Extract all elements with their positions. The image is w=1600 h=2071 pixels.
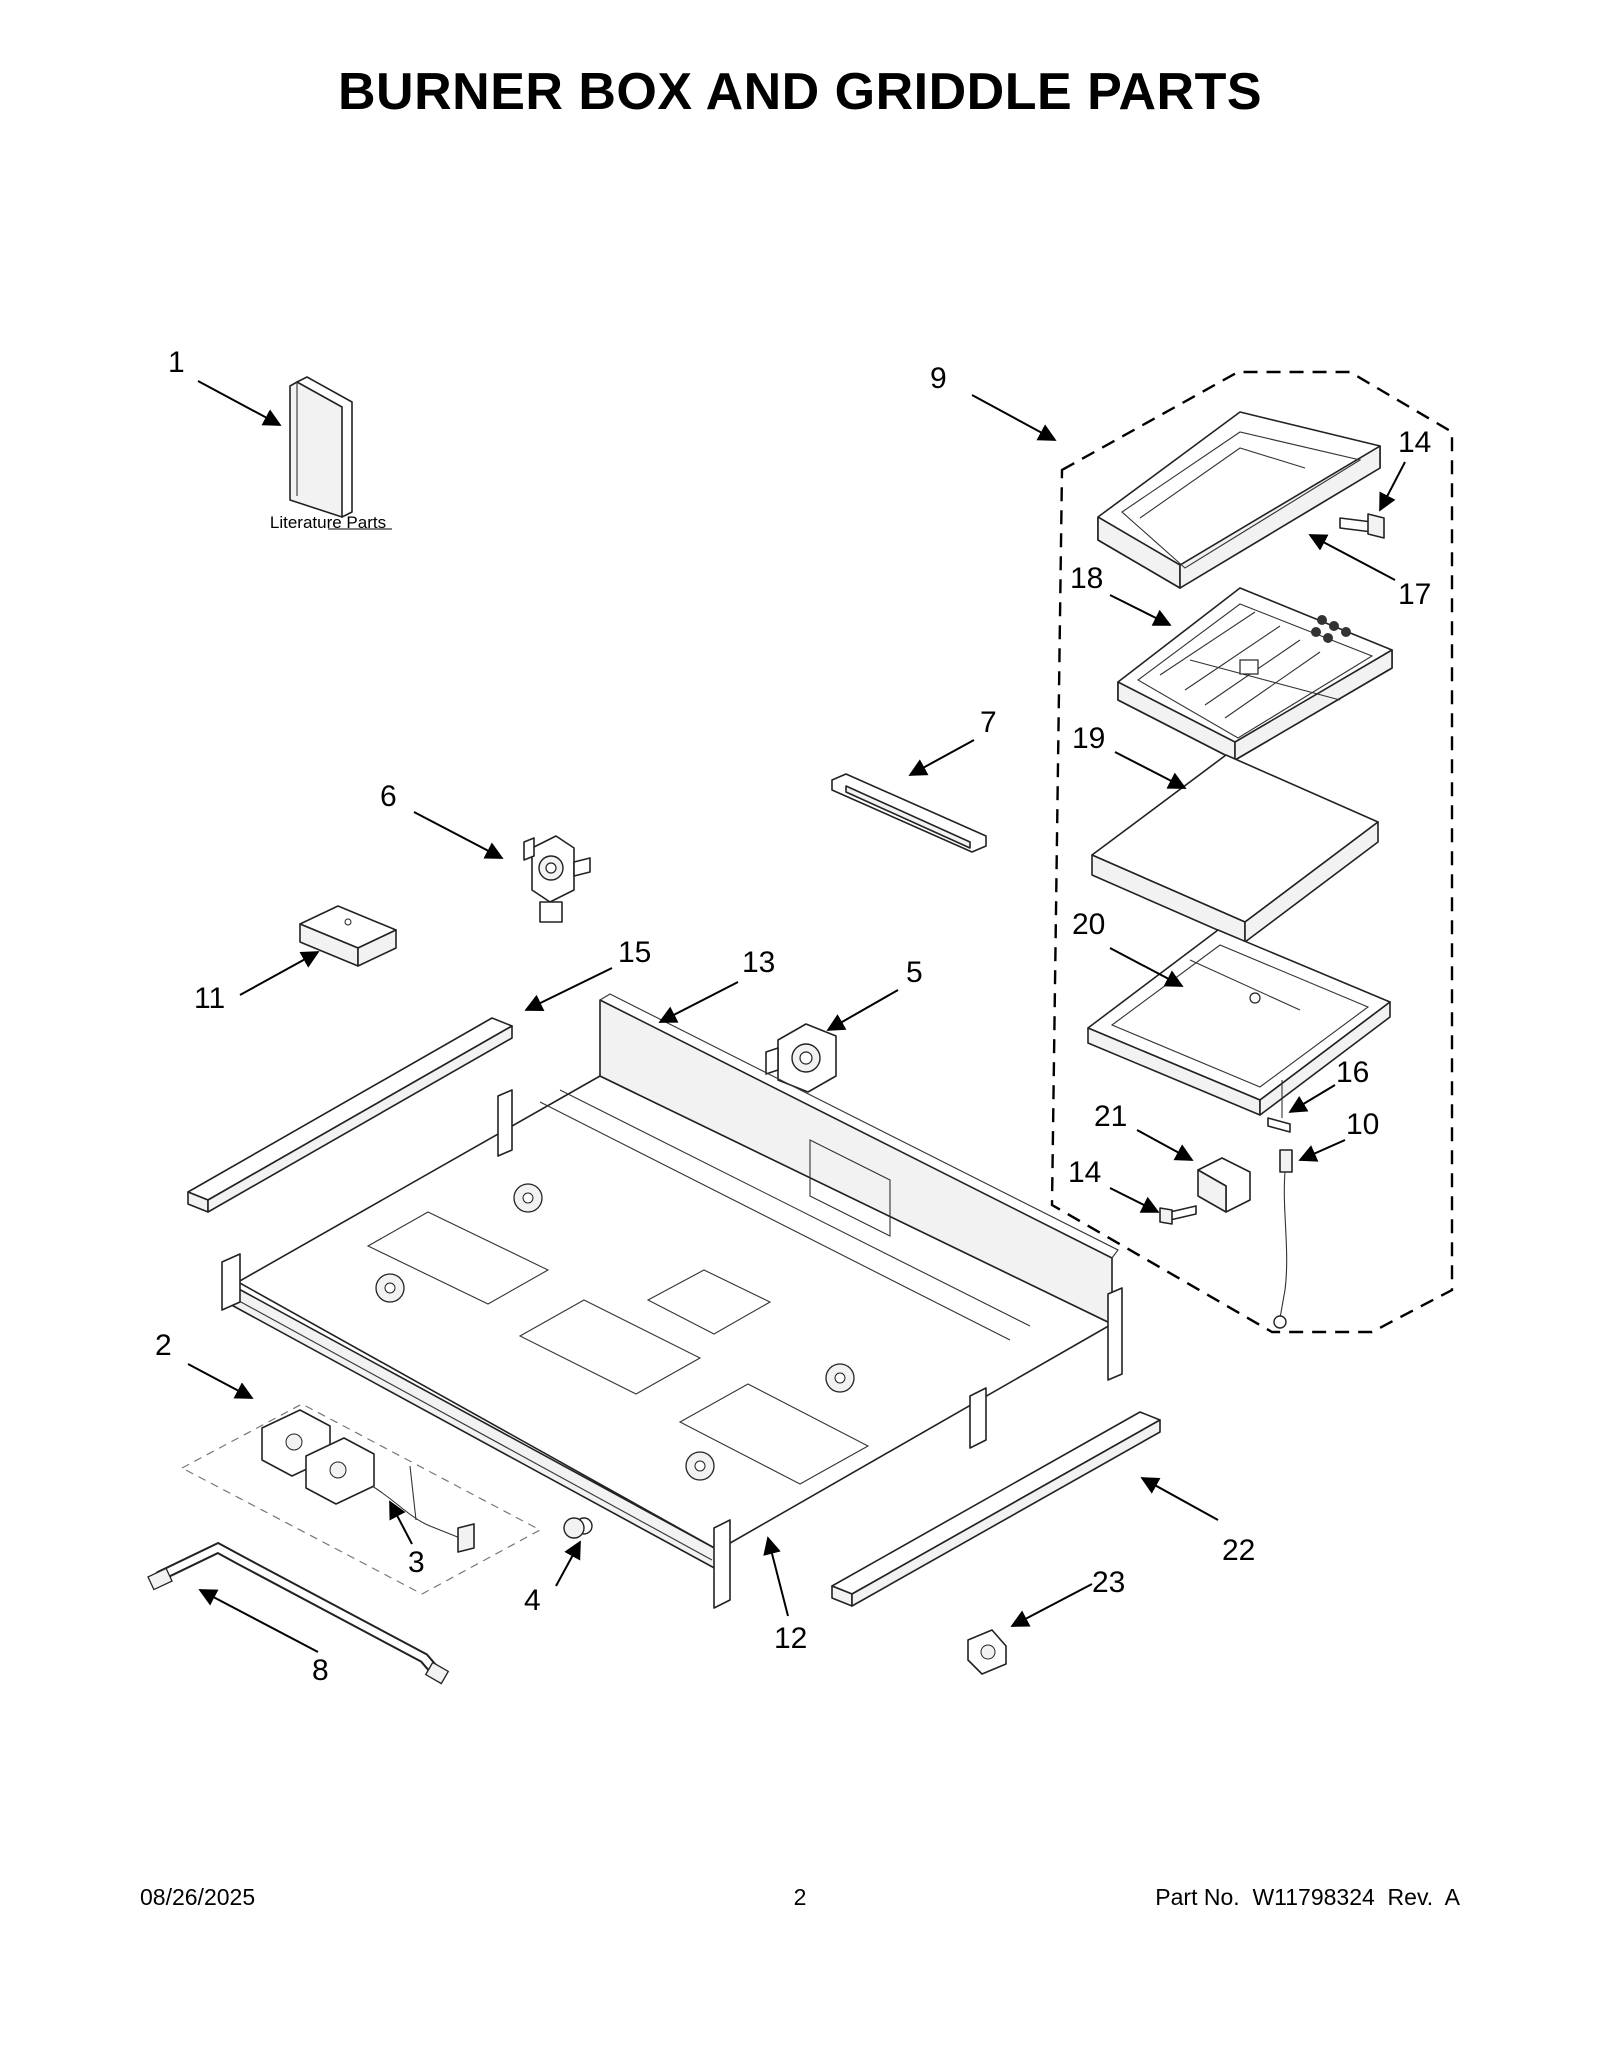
callout-6: 6 [380, 780, 397, 813]
griddle-plate [1097, 411, 1381, 589]
valve-manifold [261, 1409, 375, 1505]
footer-page-number: 2 [793, 1884, 807, 1910]
side-bracket [299, 905, 397, 967]
igniter-cluster [1311, 615, 1351, 643]
literature-parts-booklet: Literature Parts [270, 376, 392, 532]
callout-21: 21 [1094, 1100, 1127, 1133]
callout-19: 19 [1072, 722, 1105, 755]
burner-tray [831, 773, 987, 853]
valve-assembly-region [180, 1403, 542, 1595]
burner-head-2 [513, 1183, 543, 1213]
callout-5: 5 [906, 956, 923, 989]
callout-10: 10 [1346, 1108, 1379, 1141]
callout-12: 12 [774, 1622, 807, 1655]
burner-head-1 [375, 1273, 405, 1303]
burner-valve [765, 1023, 837, 1093]
wire-harness [371, 1465, 475, 1553]
callout-1: 1 [168, 346, 185, 379]
callout-14-top: 14 [1398, 426, 1431, 459]
footer-date: 08/26/2025 [140, 1884, 256, 1910]
gas-supply-tube [147, 1541, 450, 1685]
pressure-fitting [563, 1517, 585, 1539]
callout-4: 4 [524, 1584, 541, 1617]
griddle-burner-frame [1117, 587, 1393, 761]
callout-17: 17 [1398, 578, 1431, 611]
griddle-valve [523, 835, 591, 923]
mounting-bracket [1197, 1157, 1251, 1213]
callout-13: 13 [742, 946, 775, 979]
callout-23: 23 [1092, 1566, 1125, 1599]
burner-box [221, 993, 1123, 1609]
callout-16: 16 [1336, 1056, 1369, 1089]
callout-14-lower: 14 [1068, 1156, 1101, 1189]
callout-8: 8 [312, 1654, 329, 1687]
insulation-board [1091, 754, 1379, 943]
callout-3: 3 [408, 1546, 425, 1579]
callout-15: 15 [618, 936, 651, 969]
left-trim-rail [187, 1017, 513, 1213]
griddle-kit-boundary [1050, 370, 1454, 1334]
callout-22: 22 [1222, 1534, 1255, 1567]
gas-inlet-fitting [967, 1629, 1007, 1675]
burner-head-4 [685, 1451, 715, 1481]
screw-top [1339, 513, 1385, 539]
right-trim-rail [831, 1411, 1161, 1607]
callout-18: 18 [1070, 562, 1103, 595]
callout-2: 2 [155, 1329, 172, 1362]
thermocouple [1267, 1080, 1293, 1329]
callout-11: 11 [194, 982, 225, 1015]
literature-label: Literature Parts [270, 513, 386, 532]
footer-part-number: Part No. W11798324 Rev. A [1155, 1884, 1460, 1910]
callout-20: 20 [1072, 908, 1105, 941]
screw-lower [1159, 1205, 1197, 1225]
callout-9: 9 [930, 362, 947, 395]
page-title: BURNER BOX AND GRIDDLE PARTS [337, 63, 1263, 121]
burner-head-3 [825, 1363, 855, 1393]
callout-7: 7 [980, 706, 997, 739]
leader-lines [187, 380, 1406, 1653]
callout-numbers: 1 2 3 4 5 6 7 8 9 10 11 12 13 14 14 15 1… [155, 346, 1431, 1687]
